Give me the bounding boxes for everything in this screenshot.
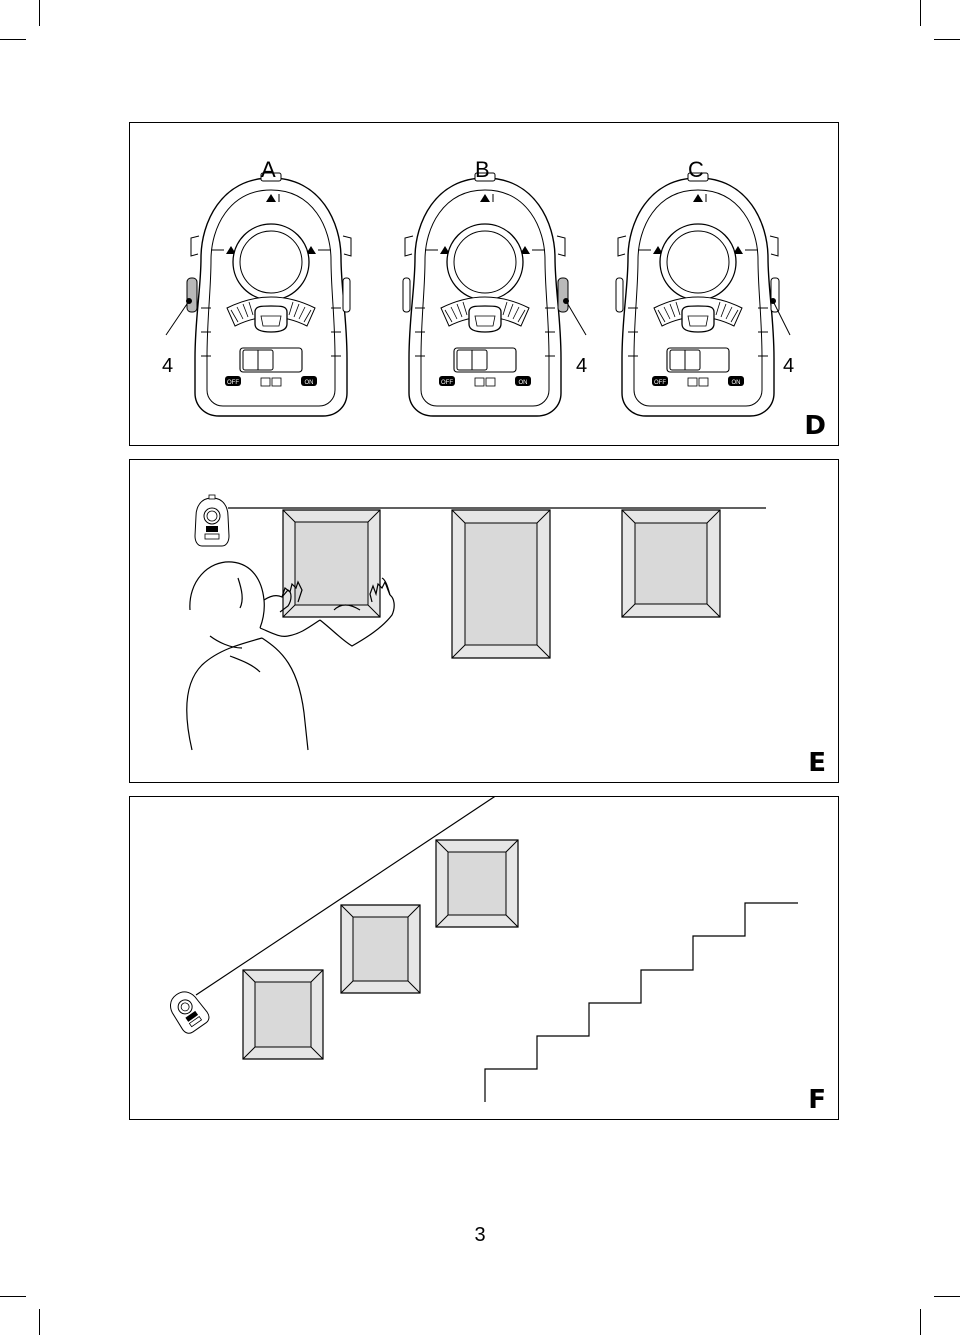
crop-mark [934, 39, 960, 40]
callout-4-c: 4 [783, 355, 795, 377]
on-label: ON [732, 380, 741, 386]
off-label: OFF [441, 380, 453, 386]
panel-letter-f: F [808, 1085, 826, 1115]
on-label: ON [305, 380, 314, 386]
picture-frame [435, 839, 519, 928]
off-label: OFF [227, 380, 239, 386]
callout-leaders [165, 298, 791, 336]
picture-frame [282, 509, 381, 618]
crop-mark [0, 39, 26, 40]
crop-mark [0, 1296, 26, 1297]
figure-panel-d: OFF ON OFF ON OFF ON [129, 122, 839, 446]
device-views-svg: OFF ON OFF ON OFF ON [165, 172, 791, 417]
picture-hanging-svg [186, 494, 766, 751]
view-label-a: A [261, 157, 276, 182]
page-number: 3 [474, 1224, 486, 1246]
crop-mark [39, 1309, 40, 1335]
picture-frame [451, 509, 551, 659]
view-label-b: B [475, 157, 490, 182]
view-label-c: C [688, 157, 704, 182]
device-view-a: OFF ON [186, 172, 352, 417]
laser-device-tilted [170, 991, 210, 1034]
on-label: ON [519, 380, 528, 386]
callout-4-b: 4 [576, 355, 588, 377]
callout-4-a: 4 [162, 355, 174, 377]
person-illustration [186, 561, 395, 751]
picture-frame [242, 969, 324, 1060]
panel-letter-e: E [808, 748, 826, 778]
figure-panel-f: F [129, 796, 839, 1120]
picture-frame [621, 509, 721, 618]
device-view-b: OFF ON [402, 172, 569, 417]
crop-mark [39, 0, 40, 26]
crop-mark [934, 1296, 960, 1297]
crop-mark [920, 1309, 921, 1335]
crop-mark [920, 0, 921, 26]
stairway-svg [170, 797, 798, 1102]
device-view-c: OFF ON [615, 172, 780, 417]
laser-device-small [194, 494, 230, 547]
panel-letter-d: D [804, 411, 826, 441]
off-label: OFF [654, 380, 666, 386]
figure-panel-e: E [129, 459, 839, 783]
picture-frame [340, 904, 421, 994]
stair-outline [484, 902, 798, 1102]
